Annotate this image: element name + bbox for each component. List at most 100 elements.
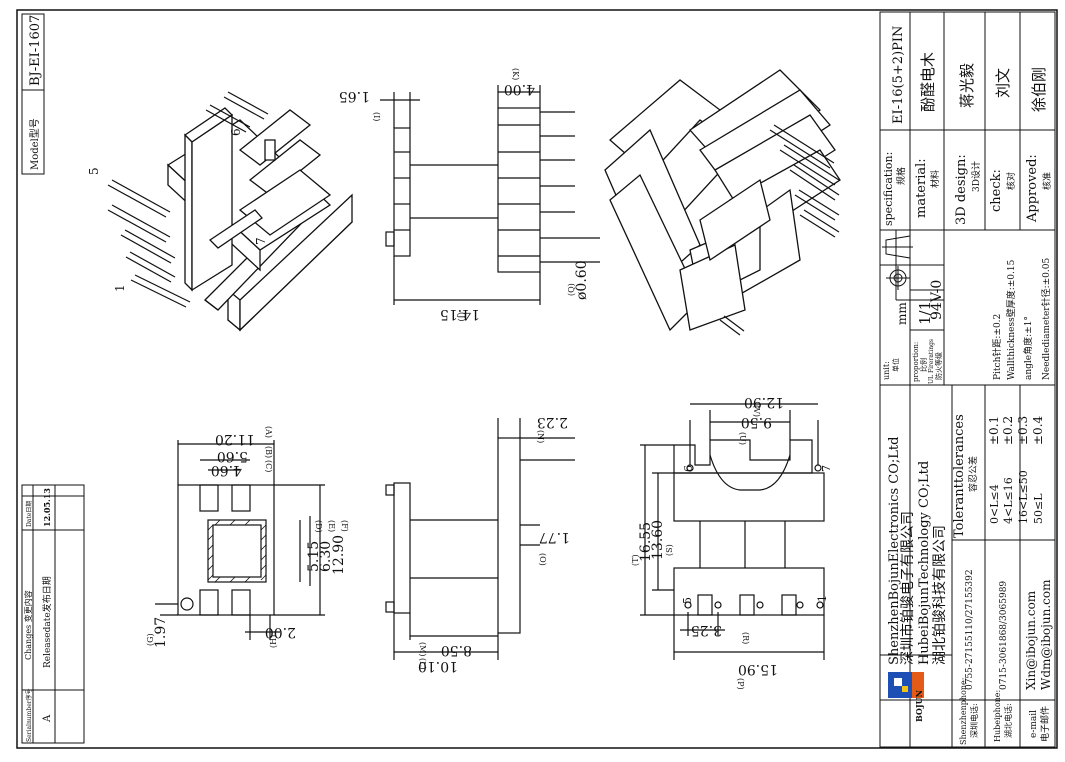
tolerances-sub: 容忍公差 bbox=[967, 456, 979, 492]
dim-12.90: 12.90 bbox=[331, 535, 347, 575]
pin-label-1: 1 bbox=[113, 284, 127, 292]
approved-sub: 核准 bbox=[1041, 172, 1053, 190]
dim-O: (O) bbox=[538, 553, 547, 566]
pin-label-6: 6 bbox=[229, 128, 243, 136]
dim-Q: (Q) bbox=[567, 283, 576, 296]
dim-8.50: 8.50 bbox=[441, 642, 472, 658]
pin-label-5: 5 bbox=[87, 167, 101, 175]
fire-label: UL Fireratings bbox=[928, 339, 935, 384]
dim-0.60: ø0.60 bbox=[574, 260, 590, 300]
contact-hb-label: Hubeiphone: bbox=[993, 690, 1002, 742]
dim-A: (A) bbox=[264, 426, 273, 438]
proportion-label: proportion: bbox=[912, 342, 920, 382]
side-view-mid bbox=[385, 418, 575, 660]
dim-9.50: 9.50 bbox=[741, 414, 772, 430]
projection-symbol-icon bbox=[882, 235, 913, 290]
dim-G: (G) bbox=[146, 633, 155, 646]
tol-value-1: ±0.1 bbox=[987, 416, 1001, 445]
pins-right bbox=[719, 124, 840, 336]
dim-F: (F) bbox=[340, 520, 349, 532]
dim-L: (L) bbox=[418, 658, 427, 670]
dim-D: (D) bbox=[314, 520, 323, 533]
contact-sz-value: 0755-27155110/27155392 bbox=[965, 569, 975, 690]
dim-1.77: 1.77 bbox=[539, 529, 570, 545]
isometric-view-right bbox=[604, 69, 841, 332]
contact-mail-sub: 电子邮件 bbox=[1039, 706, 1051, 742]
note-needle: Needlediameter针径:±0.05 bbox=[1040, 258, 1052, 380]
contact-mail-value-1: Xin@ibojun.com bbox=[1024, 590, 1038, 690]
model-box: Model型号 BJ-EI-1607 bbox=[21, 13, 45, 175]
dim-4.60: 4.60 bbox=[211, 462, 242, 478]
tol-range-1: 0<L≤4 bbox=[988, 484, 1001, 524]
dim-B: (B) bbox=[264, 446, 273, 458]
unit-sub: 单位 bbox=[891, 358, 900, 372]
pin-label-bottom-5: 5 bbox=[681, 597, 694, 604]
revision-date: 12.05.13 bbox=[42, 488, 52, 527]
material-sub: 材料 bbox=[929, 170, 941, 188]
bottom-view bbox=[640, 403, 825, 660]
company-name-2: 深圳市铂骏电子有限公司 bbox=[899, 511, 916, 665]
dim-R: (R) bbox=[741, 632, 750, 644]
spec-label: specification: bbox=[882, 152, 895, 226]
dim-15.90: 15.90 bbox=[738, 661, 778, 677]
material-value: 酚醛电木 bbox=[919, 52, 937, 112]
dim-C: (C) bbox=[264, 460, 273, 472]
pin-label-bottom-6: 6 bbox=[682, 465, 695, 472]
tol-range-3: 16<L≤50 bbox=[1017, 470, 1030, 524]
dim-bottom-12.90: 12.90 bbox=[744, 394, 784, 410]
contact-mail-label: e-mail bbox=[1029, 710, 1039, 738]
revision-change: Releasedate发布日期 bbox=[41, 576, 53, 668]
dim-S: (S) bbox=[665, 544, 674, 556]
approved-value: 徐伯刚 bbox=[1030, 67, 1048, 112]
model-code: BJ-EI-1607 bbox=[28, 15, 43, 86]
check-sub: 核对 bbox=[1005, 172, 1017, 190]
front-view-left bbox=[155, 440, 325, 640]
contact-sz-sub: 深圳电话: bbox=[969, 703, 979, 738]
dim-H: (H) bbox=[269, 635, 278, 648]
dim-P: (P) bbox=[736, 678, 745, 690]
dim-U: (U) bbox=[738, 432, 747, 445]
unit-label: unit: bbox=[882, 361, 891, 380]
design-sub: 3D设计 bbox=[970, 161, 982, 192]
proportion-value: 1/1 bbox=[916, 301, 934, 325]
dim-5.60: 5.60 bbox=[217, 448, 248, 464]
dim-M: (M) bbox=[418, 642, 427, 656]
revision-serial: A bbox=[42, 714, 53, 723]
dim-14.15: 14.15 bbox=[440, 306, 480, 322]
dim-6.30: 6.30 bbox=[318, 541, 334, 572]
dim-5.15: 5.15 bbox=[306, 541, 322, 572]
pins-left bbox=[107, 91, 269, 308]
dim-16.55: 16.55 bbox=[638, 522, 654, 562]
fire-value: 94V-0 bbox=[929, 280, 945, 320]
model-label: Model型号 bbox=[28, 118, 41, 170]
note-angle: angle角度:±1° bbox=[1022, 316, 1034, 380]
sheet-border bbox=[16, 9, 1058, 749]
contact-hb-sub: 湖北电话: bbox=[1003, 703, 1013, 738]
approved-label: Approved: bbox=[1025, 154, 1040, 223]
tolerances-title: Toleranttolerances bbox=[952, 414, 967, 538]
pin-label-bottom-7: 7 bbox=[820, 465, 833, 472]
tol-value-3: ±0.3 bbox=[1016, 416, 1030, 445]
design-value: 蒋光毅 bbox=[958, 63, 976, 108]
dim-T: (T) bbox=[631, 554, 640, 566]
note-wall: Wallthickness壁厚度:±0.15 bbox=[1005, 259, 1017, 380]
pin-label-bottom-1: 1 bbox=[816, 595, 829, 602]
dim-4.00: 4.00 bbox=[504, 81, 535, 97]
dim-2.00: 2.00 bbox=[265, 624, 296, 640]
tol-value-4: ±0.4 bbox=[1031, 415, 1045, 445]
contact-mail-value-2: Wdm@ibojun.com bbox=[1039, 579, 1053, 690]
check-label: check: bbox=[989, 169, 1004, 212]
note-pitch: Pitch针距:±0.2 bbox=[991, 314, 1003, 380]
proportion-sub: 比例 bbox=[919, 358, 928, 372]
revision-header-date: Date日期 bbox=[25, 501, 33, 527]
fire-sub: 防火等级 bbox=[934, 352, 943, 380]
tol-range-4: 50≤L bbox=[1032, 493, 1045, 524]
dim-N: (N) bbox=[536, 430, 545, 443]
revision-table: Serialnumber序号 Changes 变更内容 Date日期 A Rel… bbox=[21, 484, 85, 744]
bojun-logo: BOJUN bbox=[888, 672, 924, 722]
company-name-3: HubeiBojunTechnology CO;Ltd bbox=[917, 461, 932, 665]
contact-sz-label: Shenzhenphone: bbox=[959, 678, 968, 745]
side-view-top bbox=[380, 85, 600, 305]
dim-I: (I) bbox=[372, 112, 381, 121]
